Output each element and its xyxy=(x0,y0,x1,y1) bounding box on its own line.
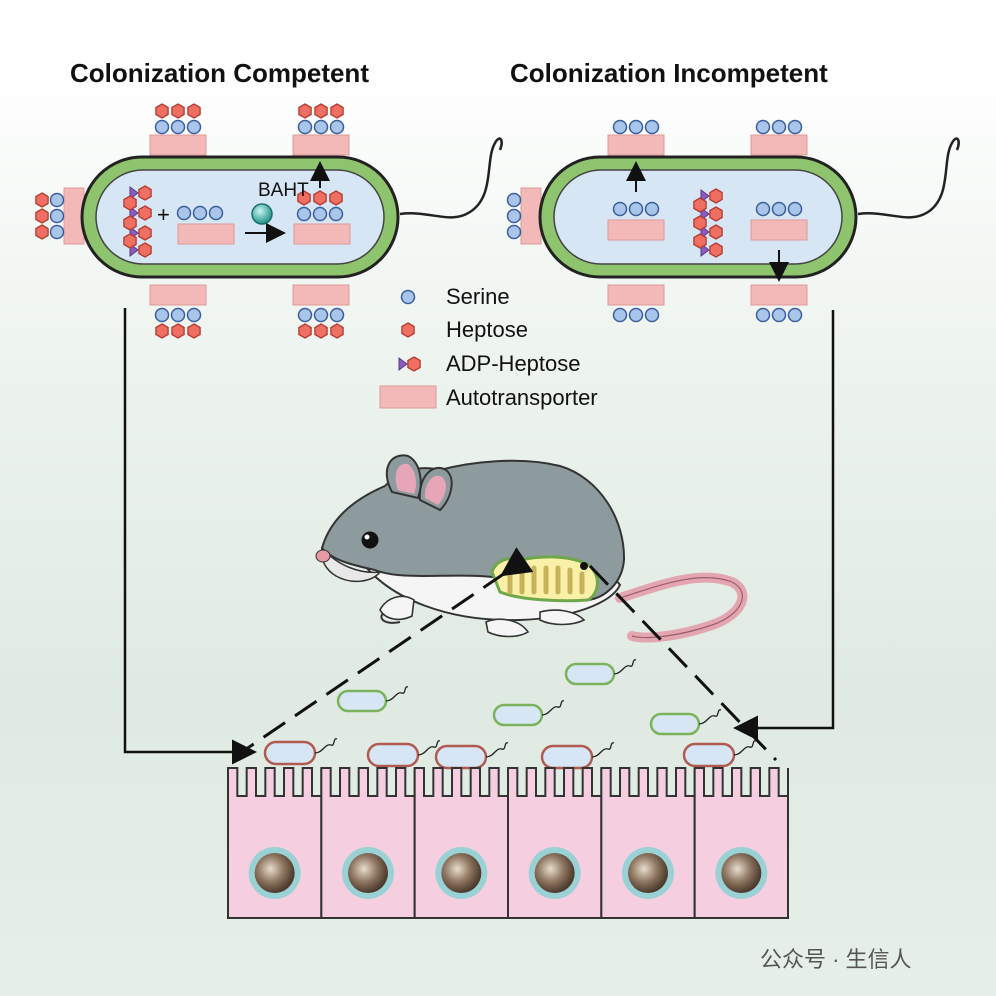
cell-nucleus xyxy=(628,853,668,893)
baht-enzyme xyxy=(251,203,273,225)
competent-bacterium xyxy=(35,104,503,338)
legend-autotransporter-label: Autotransporter xyxy=(446,385,598,410)
incompetent-bacterium xyxy=(506,121,960,322)
epithelial-cell xyxy=(320,767,416,919)
connector-arrow-competent xyxy=(123,308,257,765)
connector-arrow-incompetent xyxy=(733,310,835,741)
epithelial-cell xyxy=(507,767,603,919)
baht-label: BAHT xyxy=(258,180,309,201)
cell-nucleus xyxy=(441,853,482,893)
legend-autotransporter-icon xyxy=(379,385,437,409)
mouse-illustration xyxy=(315,454,748,643)
surface-autotransporter xyxy=(149,284,207,338)
zoom-line-left xyxy=(235,547,534,758)
legend-adp-heptose-label: ADP-Heptose xyxy=(446,351,581,376)
surface-autotransporter xyxy=(506,187,542,245)
surface-autotransporter xyxy=(292,104,350,156)
watermark: 公众号 · 生信人 xyxy=(760,947,912,972)
title-colonization-incompetent: Colonization Incompetent xyxy=(510,58,828,88)
surface-autotransporter xyxy=(607,121,665,156)
surface-autotransporter xyxy=(35,187,85,245)
cell-nucleus xyxy=(721,853,762,893)
zoom-line-right xyxy=(588,564,778,762)
legend-heptose-icon xyxy=(401,322,415,338)
legend-adp-heptose-icon xyxy=(398,356,421,372)
legend xyxy=(379,289,437,409)
cell-nucleus xyxy=(534,853,575,893)
cell-nucleus xyxy=(348,853,388,893)
epithelial-cell xyxy=(413,767,509,919)
epithelial-cell xyxy=(693,767,789,919)
cell-nucleus xyxy=(254,853,295,893)
surface-autotransporter xyxy=(750,284,808,322)
epithelial-cell xyxy=(227,767,323,919)
plus-sign: + xyxy=(157,202,170,227)
lumen-bacteria xyxy=(263,659,757,770)
title-colonization-competent: Colonization Competent xyxy=(70,58,369,88)
surface-autotransporter xyxy=(750,121,808,156)
surface-autotransporter xyxy=(607,284,665,322)
legend-serine-icon xyxy=(400,289,416,305)
surface-autotransporter xyxy=(149,104,207,156)
epithelial-cell xyxy=(600,767,696,919)
intestinal-epithelium xyxy=(227,767,789,919)
surface-autotransporter xyxy=(292,284,350,338)
legend-serine-label: Serine xyxy=(446,284,510,309)
legend-heptose-label: Heptose xyxy=(446,317,528,342)
